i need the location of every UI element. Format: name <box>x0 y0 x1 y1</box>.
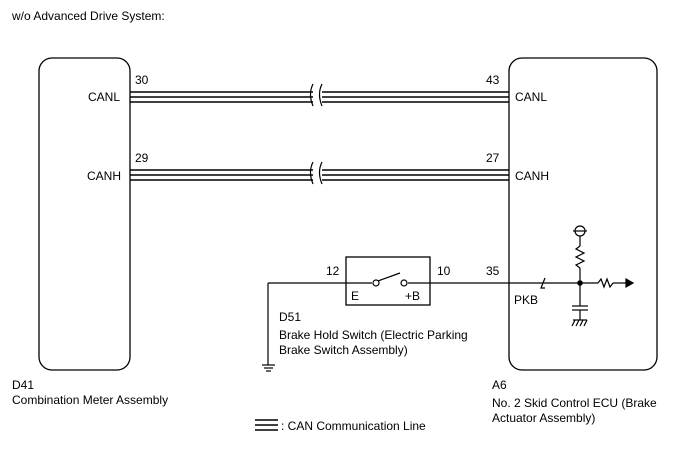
ecu-name-line1: No. 2 Skid Control ECU (Brake <box>492 396 657 410</box>
switch-pin-left-number: 12 <box>326 264 340 278</box>
switch-name-line2: Brake Switch Assembly) <box>279 343 408 357</box>
canh-line <box>130 169 509 181</box>
ecu-pin-canl-label: CANL <box>515 90 548 104</box>
switch-terminal-e: E <box>351 289 360 303</box>
ecu-pin-canh-label: CANH <box>515 169 550 183</box>
ecu-pin-pkb-label: PKB <box>514 293 539 307</box>
ecu-pin-canh-number: 27 <box>486 151 500 165</box>
switch-name-line1: Brake Hold Switch (Electric Parking <box>279 328 468 342</box>
ecu-pin-pkb-number: 35 <box>486 264 500 278</box>
switch-code: D51 <box>279 310 302 324</box>
canh-break-mark <box>309 161 323 185</box>
ground-icon <box>262 364 275 372</box>
canl-line <box>130 91 509 103</box>
meter-name: Combination Meter Assembly <box>12 393 169 407</box>
canl-break-mark <box>309 83 323 107</box>
can-line-legend-label: : CAN Communication Line <box>281 419 426 433</box>
ecu-name-line2: Actuator Assembly) <box>492 411 596 425</box>
meter-pin-canl-number: 30 <box>135 73 149 87</box>
brake-hold-switch-block <box>345 256 431 306</box>
diagram-caption: w/o Advanced Drive System: <box>12 9 165 23</box>
ecu-internal-circuit <box>509 225 635 327</box>
ecu-code: A6 <box>492 378 507 392</box>
meter-pin-canh-number: 29 <box>135 151 149 165</box>
combination-meter-block <box>38 57 131 371</box>
skid-control-ecu-block <box>508 57 658 371</box>
switch-contact-symbol <box>346 272 430 287</box>
meter-pin-canl-label: CANL <box>88 90 121 104</box>
ecu-pin-canl-number: 43 <box>486 73 500 87</box>
meter-pin-canh-label: CANH <box>87 169 122 183</box>
switch-pin-right-number: 10 <box>437 264 451 278</box>
can-line-legend-symbol <box>255 419 278 431</box>
switch-terminal-b: +B <box>405 289 421 303</box>
meter-code: D41 <box>12 378 35 392</box>
ground-wire <box>267 282 346 365</box>
